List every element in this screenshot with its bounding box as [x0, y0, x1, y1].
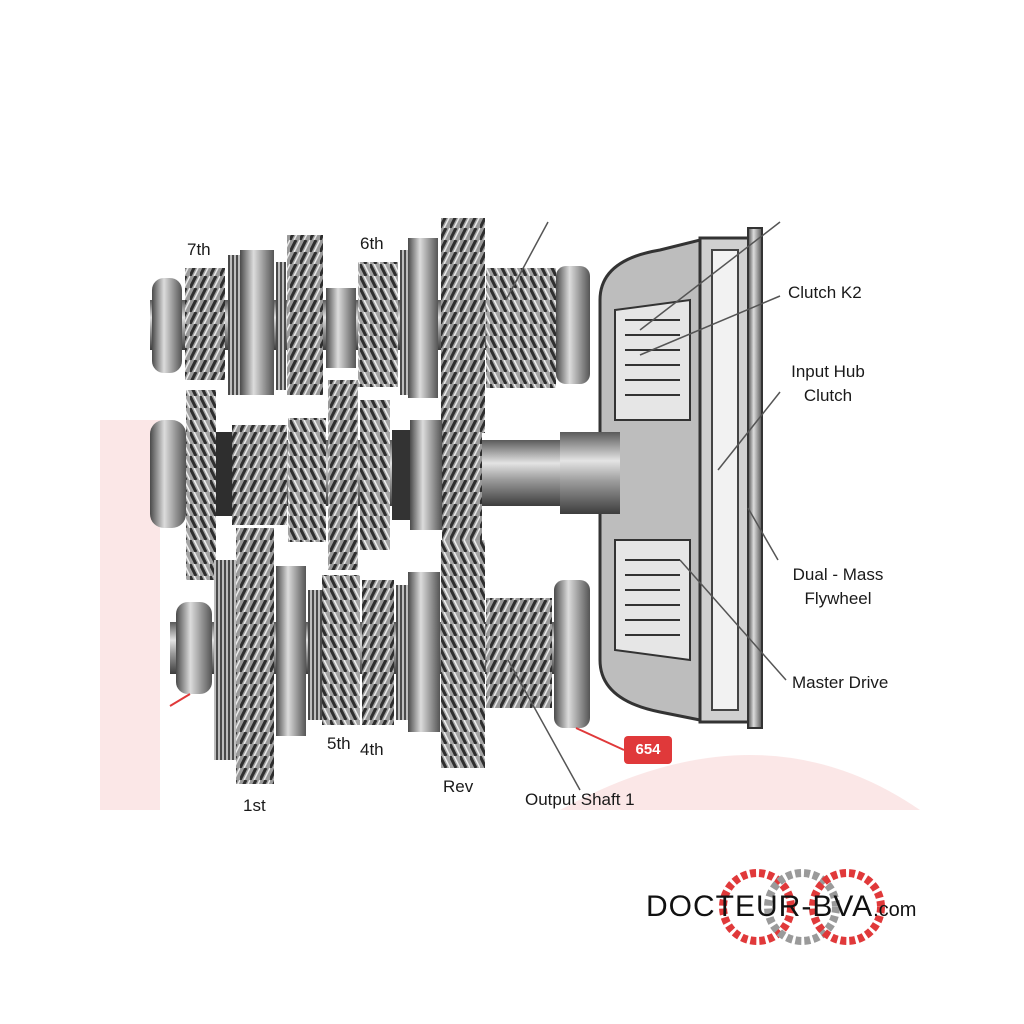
brand-gears-icon	[719, 869, 885, 945]
brand-name: DOCTEUR-BVA	[646, 890, 874, 923]
lower-gear-stack	[176, 528, 590, 784]
label-master-drive: Master Drive	[792, 673, 889, 692]
label-rev: Rev	[443, 777, 474, 796]
label-6th: 6th	[360, 234, 384, 253]
label-clutch-k2: Clutch K2	[788, 283, 862, 302]
label-input-hub-line2: Clutch	[803, 386, 853, 405]
label-dual-mass-line1: Dual - Mass	[792, 565, 884, 584]
label-7th: 7th	[187, 240, 211, 259]
label-dual-mass-flywheel: Dual - Mass Flywheel	[782, 563, 894, 611]
part-number-badge: 654	[624, 736, 672, 764]
leader-lines	[169, 221, 787, 791]
label-output-shaft: Output Shaft 1	[525, 790, 635, 809]
brand-suffix: .com	[873, 899, 917, 921]
label-4th: 4th	[360, 740, 384, 759]
label-dual-mass-line2: Flywheel	[804, 589, 872, 608]
label-5th: 5th	[327, 734, 351, 753]
label-input-hub-clutch: Input Hub Clutch	[780, 360, 876, 408]
upper-gear-stack	[152, 218, 590, 433]
input-gear-stack	[150, 380, 482, 580]
dual-clutch-housing	[560, 227, 763, 729]
brand-logo-text: DOCTEUR-BVA.com	[646, 890, 916, 924]
label-1st: 1st	[243, 796, 266, 815]
label-input-hub-line1: Input Hub	[791, 362, 865, 381]
